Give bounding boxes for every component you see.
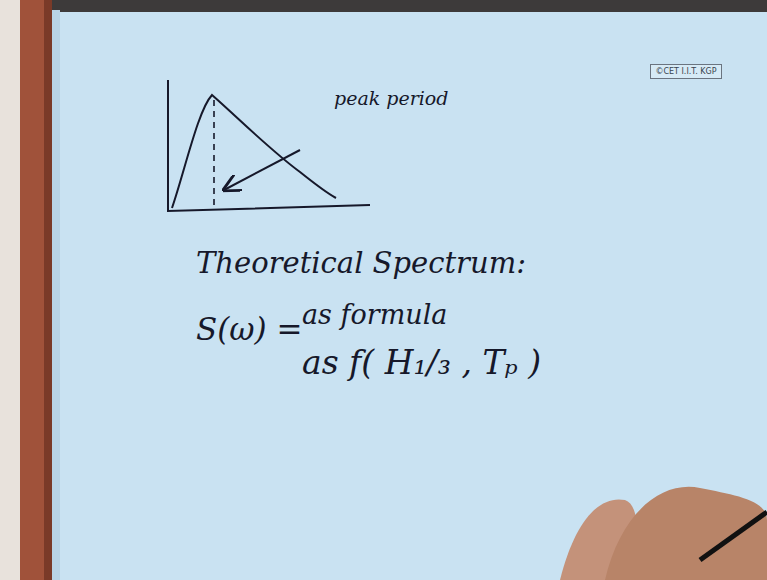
left-margin xyxy=(0,0,20,580)
wood-strip xyxy=(20,0,52,580)
handwritten-note: Theoretical Spectrum: xyxy=(196,248,526,280)
logo-text: ©CET I.I.T. KGP xyxy=(655,67,717,76)
wood-shadow xyxy=(44,0,52,580)
paper-edge xyxy=(52,10,60,580)
note-text: Theoretical Spectrum: xyxy=(196,246,526,280)
pen xyxy=(700,512,767,560)
handwritten-note: as f( H₁/₃ , Tₚ ) xyxy=(302,345,541,381)
logo-box: ©CET I.I.T. KGP xyxy=(650,64,722,79)
handwritten-note: as formula xyxy=(302,300,447,330)
handwritten-note: peak period xyxy=(334,88,448,109)
note-text: as f( H₁/₃ , Tₚ ) xyxy=(302,343,541,382)
note-text: S(ω) = xyxy=(196,311,303,347)
handwritten-note: S(ω) = xyxy=(196,312,303,346)
spectrum-curve xyxy=(172,95,336,208)
leader-arrow xyxy=(224,150,300,190)
top-edge xyxy=(0,0,767,12)
peak-line xyxy=(213,100,215,208)
hand xyxy=(605,487,767,580)
note-text: as formula xyxy=(302,299,447,330)
note-text: peak period xyxy=(334,87,448,109)
